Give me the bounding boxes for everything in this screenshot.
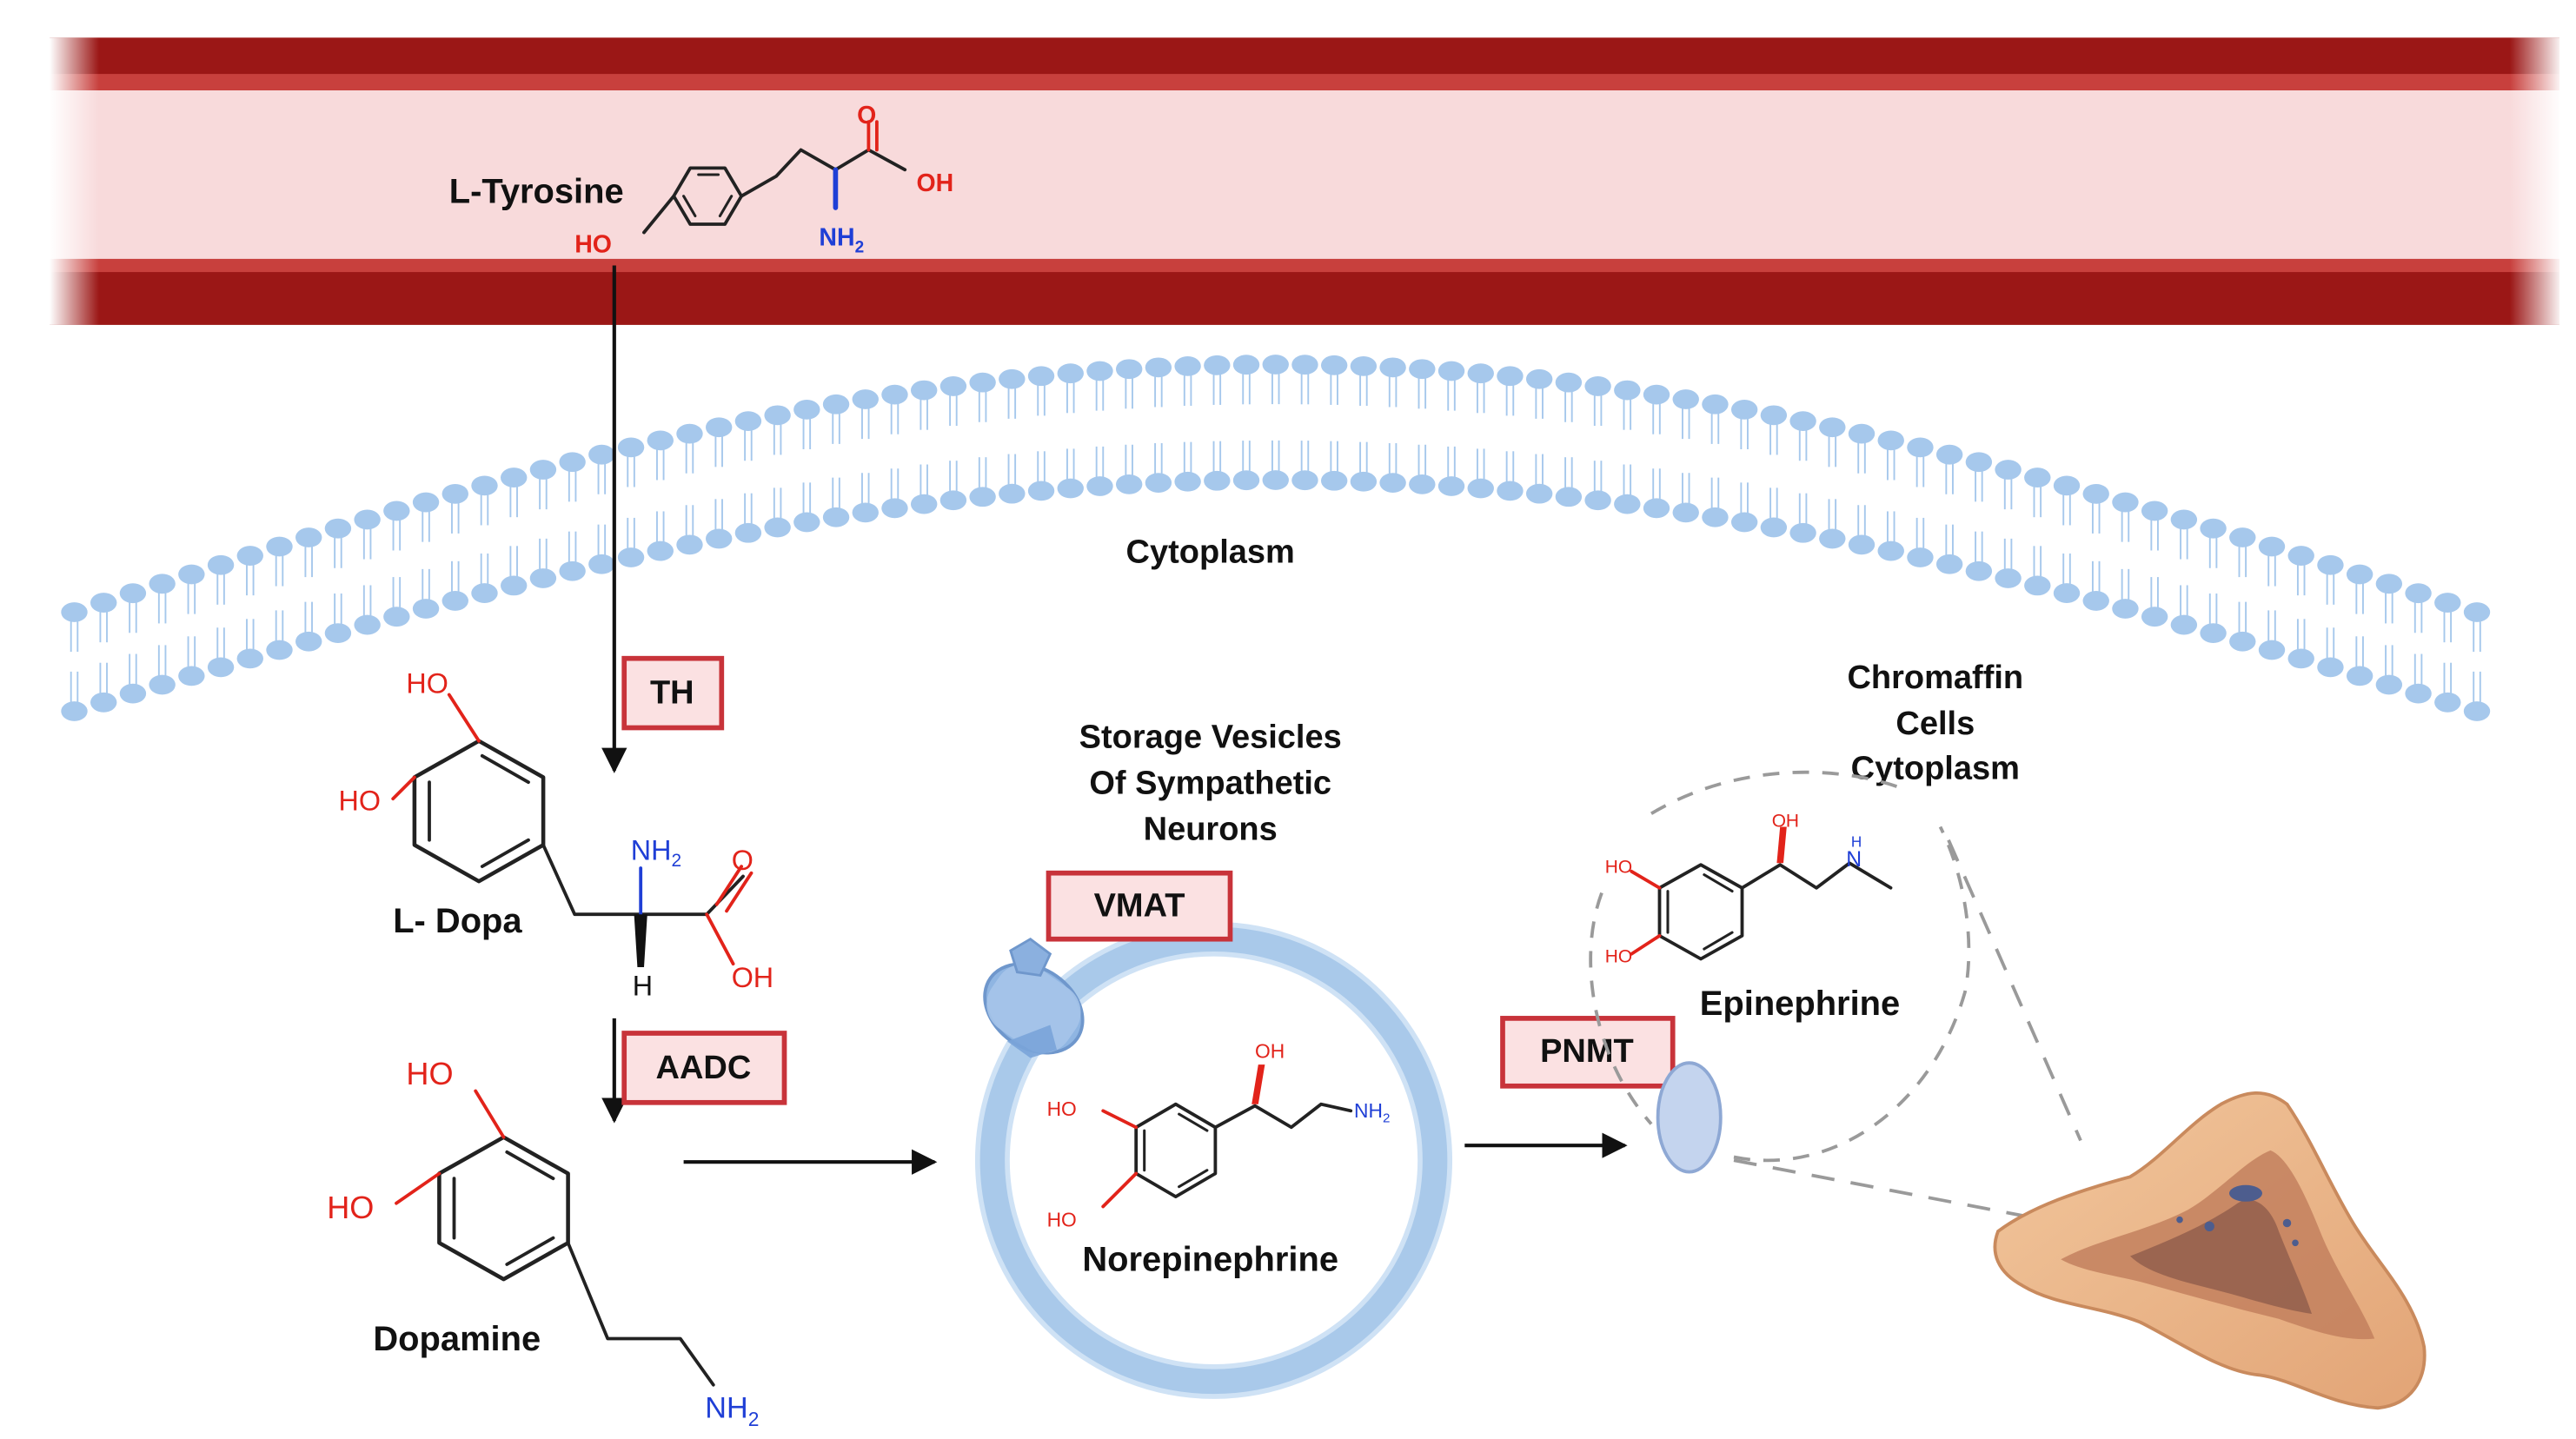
- blood-vessel: [0, 1, 2576, 340]
- th-enzyme-box: TH: [621, 655, 725, 731]
- ldopa-oh: OH: [732, 962, 773, 993]
- pnmt-label: PNMT: [1540, 1033, 1634, 1070]
- norepinephrine-label: Norepinephrine: [1082, 1241, 1338, 1279]
- norepinephrine-nh2: NH2: [1354, 1099, 1390, 1126]
- l-tyrosine-molecule: L-Tyrosine O OH HO NH2: [449, 102, 953, 258]
- epinephrine-label: Epinephrine: [1700, 985, 1900, 1023]
- dopamine-ho-2: HO: [327, 1190, 374, 1225]
- ldopa-ho-1: HO: [406, 668, 448, 700]
- l-dopa-molecule: HO HO NH2 O OH H L- Dopa: [339, 668, 774, 1002]
- th-label: TH: [650, 675, 694, 712]
- epinephrine-oh: OH: [1772, 812, 1799, 832]
- pnmt-vesicle-icon: [1656, 1061, 1723, 1174]
- chromaffin-label-line-1: Chromaffin: [1847, 660, 2023, 696]
- epinephrine-h: H: [1851, 833, 1862, 850]
- dopamine-label: Dopamine: [373, 1320, 541, 1358]
- vmat-transporter-icon: [983, 937, 1085, 1058]
- vmat-enzyme-box: VMAT: [1046, 870, 1233, 942]
- l-tyrosine-label: L-Tyrosine: [449, 172, 624, 210]
- storage-vesicle: Storage Vesicles Of Sympathetic Neurons: [974, 719, 1453, 1399]
- tyrosine-o: O: [857, 102, 876, 129]
- adrenal-gland-icon: [1993, 1091, 2427, 1410]
- aadc-label: AADC: [656, 1050, 752, 1086]
- norepinephrine-ho-1: HO: [1047, 1097, 1077, 1120]
- epinephrine-molecule: OH HO HO N H Epinephrine: [1605, 812, 1900, 1024]
- chromaffin-label-line-2: Cells: [1895, 706, 1975, 742]
- cytoplasm-label: Cytoplasm: [1126, 534, 1295, 571]
- tyrosine-ho: HO: [574, 230, 612, 258]
- lipid-bilayer: [61, 355, 2491, 721]
- ldopa-nh2: NH2: [631, 835, 681, 872]
- chromaffin-cell: Chromaffin Cells Cytoplasm: [1589, 660, 2082, 1222]
- epinephrine-ho-2: HO: [1605, 946, 1632, 966]
- vesicle-label-line-2: Of Sympathetic: [1089, 766, 1331, 802]
- ldopa-h: H: [633, 970, 653, 1001]
- norepinephrine-molecule: OH HO HO NH2 Norepinephrine: [1047, 1040, 1391, 1279]
- norepinephrine-oh: OH: [1255, 1040, 1285, 1063]
- chromaffin-label-line-3: Cytoplasm: [1851, 750, 2020, 786]
- vmat-label: VMAT: [1094, 888, 1185, 925]
- dopamine-ho-1: HO: [406, 1056, 453, 1091]
- dopamine-nh2: NH2: [705, 1392, 759, 1431]
- epinephrine-ho-1: HO: [1605, 858, 1632, 878]
- ldopa-label: L- Dopa: [393, 902, 522, 940]
- vesicle-label-line-3: Neurons: [1144, 812, 1278, 848]
- tyrosine-nh2: NH2: [819, 224, 864, 257]
- tyrosine-oh: OH: [917, 169, 954, 197]
- vesicle-label-line-1: Storage Vesicles: [1079, 719, 1342, 755]
- dopamine-molecule: HO HO NH2 Dopamine: [327, 1056, 759, 1430]
- pnmt-enzyme-box: PNMT: [1500, 1016, 1676, 1089]
- ldopa-ho-2: HO: [339, 786, 381, 817]
- epinephrine-n: N: [1846, 848, 1862, 872]
- aadc-enzyme-box: AADC: [621, 1031, 787, 1105]
- ldopa-o: O: [732, 845, 754, 876]
- norepinephrine-ho-2: HO: [1047, 1208, 1077, 1230]
